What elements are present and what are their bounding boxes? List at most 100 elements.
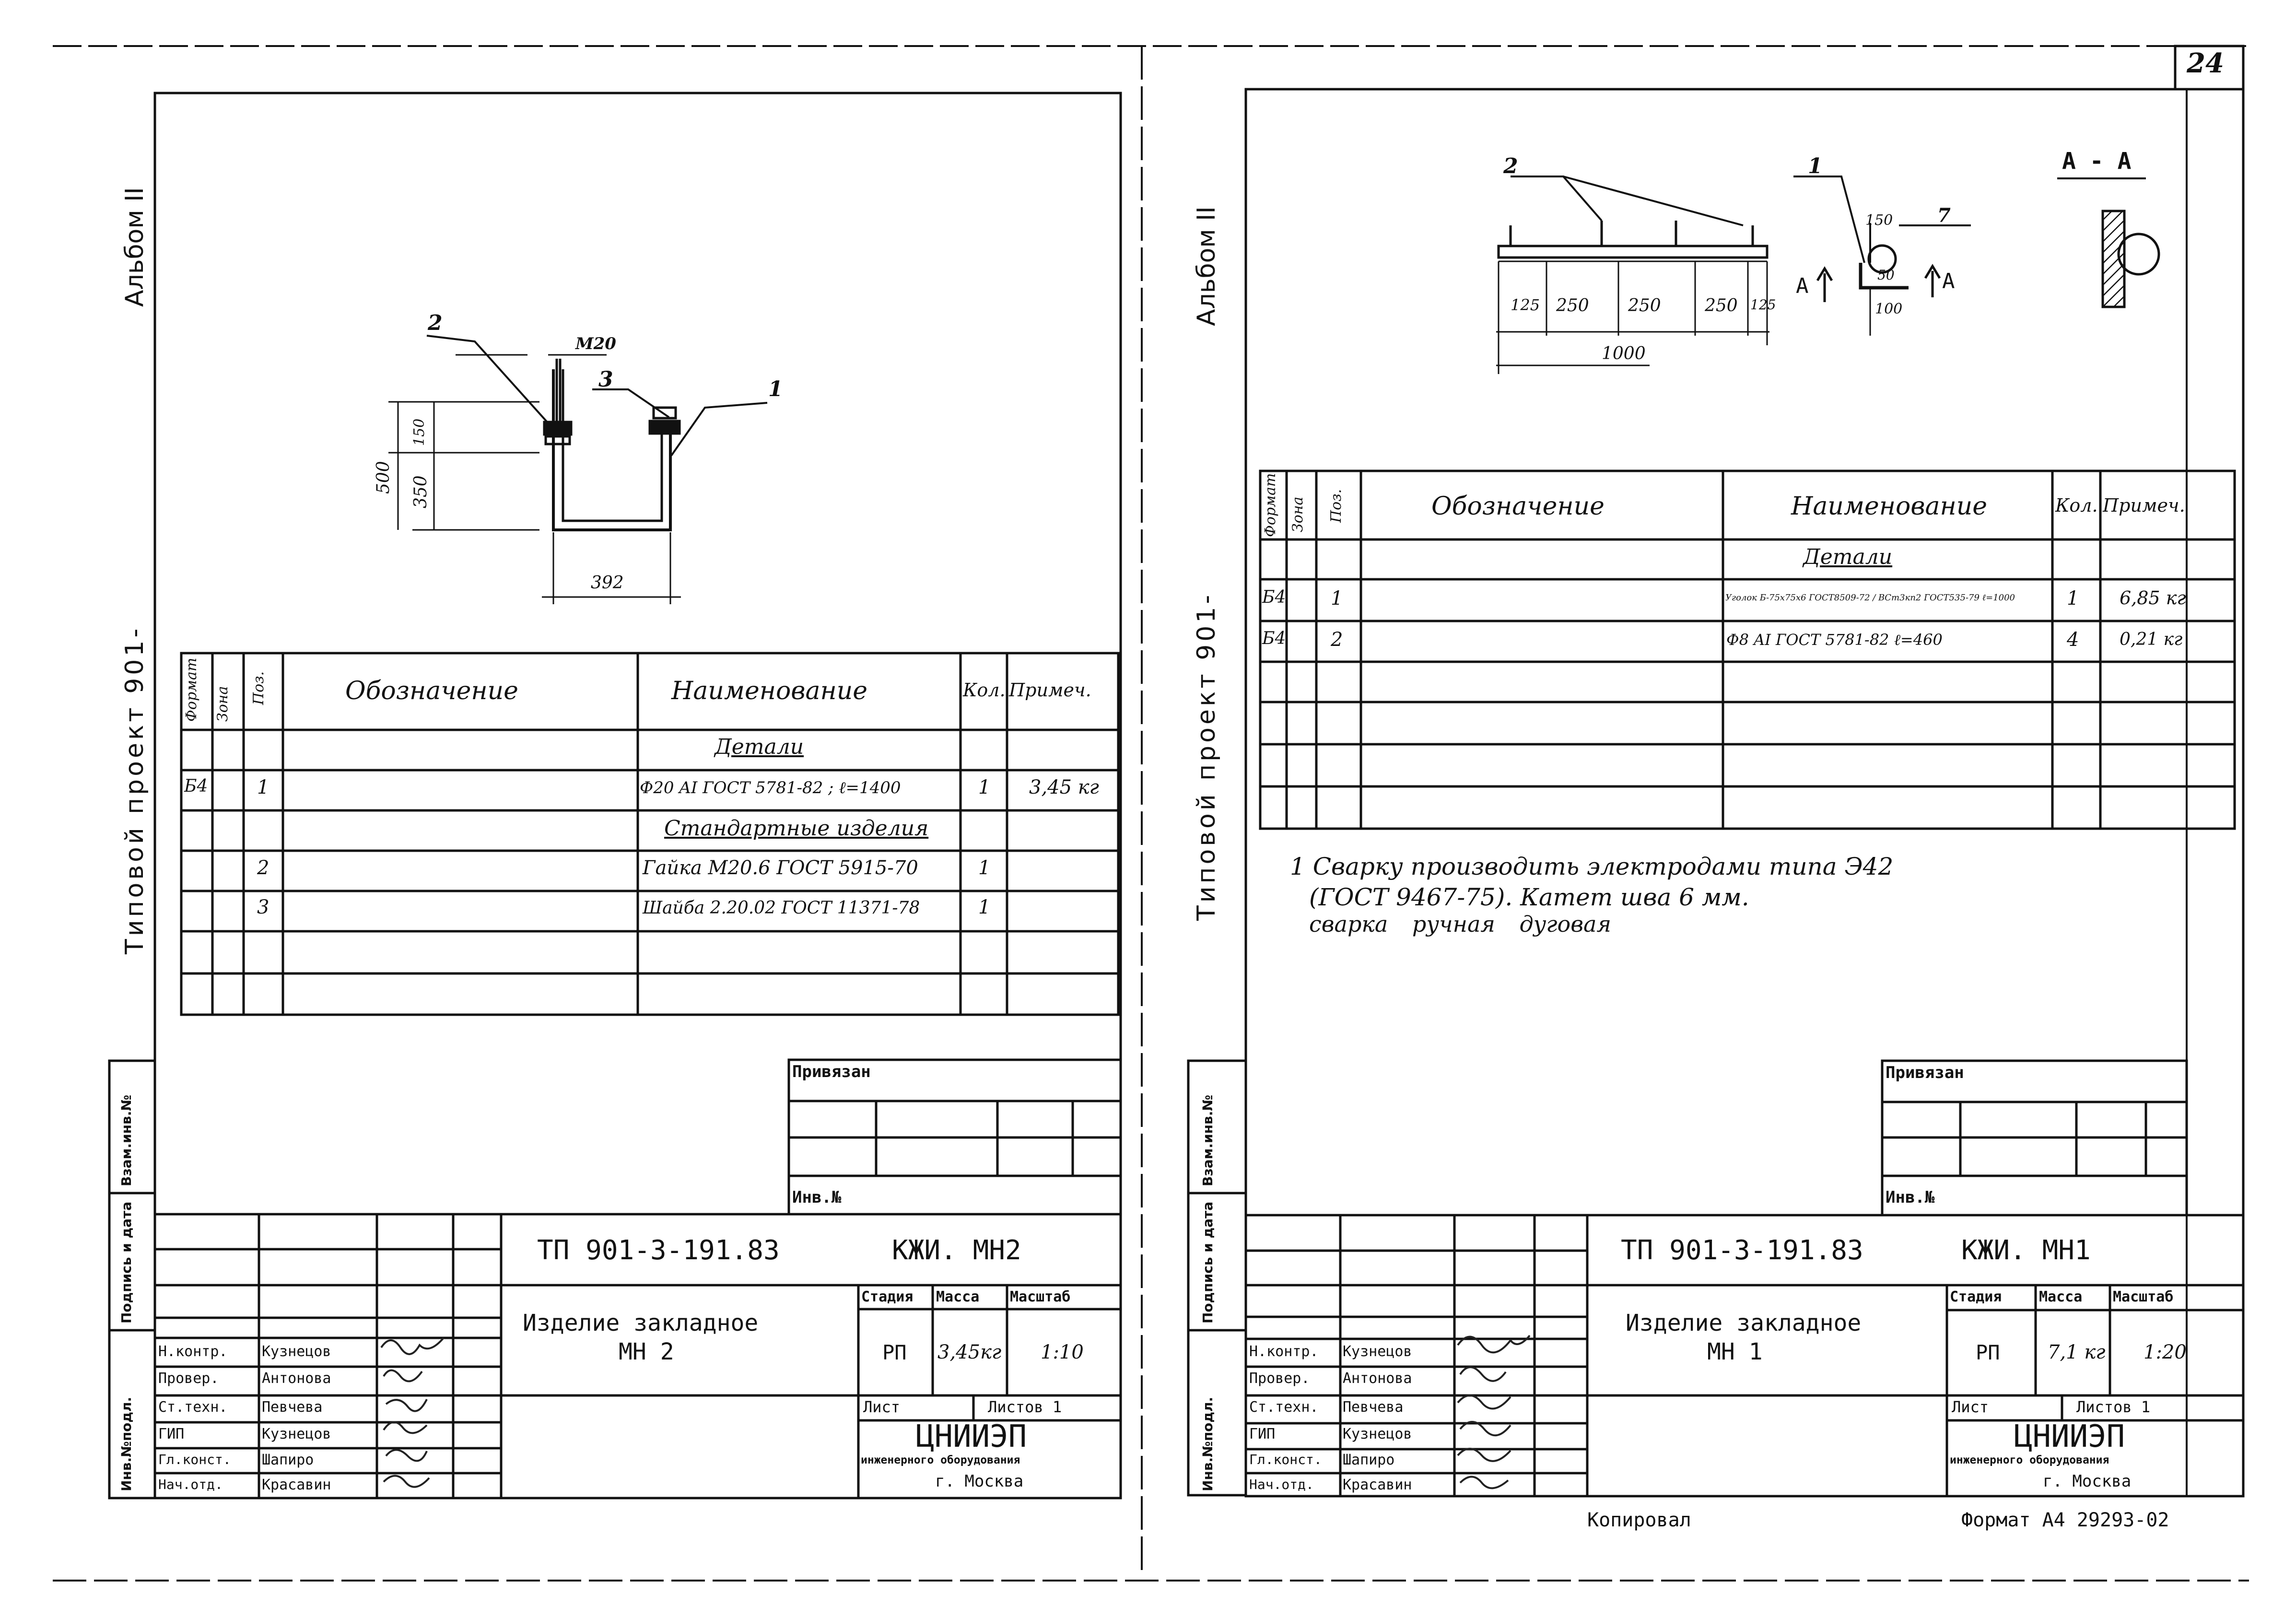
right-person-2: Антонова — [1343, 1370, 1412, 1387]
left-spec-r0-name: Детали — [715, 735, 804, 759]
left-label-pos-2: 2 — [428, 311, 443, 335]
left-side-project: Типовой проект 901- — [120, 625, 149, 954]
right-spec-r1-pos: 1 — [1331, 587, 1343, 609]
right-item-name-1: Изделие закладное — [1626, 1310, 1862, 1336]
right-dim-150: 150 — [1865, 212, 1893, 229]
right-section-arrow-a-right: А — [1942, 269, 1955, 293]
right-sheets-header: Листов 1 — [2076, 1398, 2151, 1416]
right-title-grid — [1246, 1215, 2243, 1496]
right-dim-50: 50 — [1877, 267, 1895, 283]
right-note-3: сварка ручная дуговая — [1309, 911, 1611, 937]
right-scale-header: Масштаб — [2113, 1289, 2174, 1305]
right-spec-h-pos: Поз. — [1328, 489, 1345, 523]
right-person-1: Кузнецов — [1343, 1343, 1412, 1360]
left-binding-title: Привязан — [792, 1062, 871, 1081]
left-spec-r4-pos: 3 — [257, 896, 269, 918]
right-org-sub: инженерного оборудования — [1950, 1454, 2109, 1466]
right-spec-h-format: Формат — [1262, 473, 1279, 537]
right-role-6: Нач.отд. — [1249, 1476, 1314, 1492]
right-person-4: Кузнецов — [1343, 1426, 1412, 1442]
right-frame — [1246, 89, 2243, 1496]
right-city: г. Москва — [2043, 1472, 2132, 1491]
left-scale-header: Масштаб — [1010, 1289, 1071, 1305]
left-spec-grid — [181, 653, 1118, 1015]
footer-copied: Копировал — [1587, 1509, 1691, 1531]
right-spec-h-note: Примеч. — [2103, 495, 2185, 516]
right-angle-drawing — [1496, 176, 2159, 374]
left-item-name-2: МН 2 — [619, 1338, 674, 1365]
left-city: г. Москва — [935, 1472, 1024, 1491]
left-spec-h-qty: Кол. — [963, 680, 1006, 701]
right-binding-inv: Инв.№ — [1886, 1188, 1935, 1207]
right-section-arrow-a-left: А — [1796, 274, 1809, 298]
footer-format: Формат А4 29293-02 — [1961, 1509, 2169, 1531]
right-spec-r2-pos: 2 — [1331, 629, 1343, 651]
right-side-album: Альбом II — [1192, 206, 1221, 326]
right-person-5: Шапиро — [1343, 1452, 1395, 1468]
left-spec-r3-qty: 1 — [978, 857, 991, 879]
right-binding-grid — [1882, 1061, 2187, 1215]
left-spec-h-name: Наименование — [671, 677, 868, 705]
right-dim-100: 100 — [1875, 301, 1903, 317]
right-role-1: Н.контр. — [1249, 1343, 1319, 1360]
right-side-project: Типовой проект 901- — [1192, 592, 1221, 921]
left-spec-r4-name: Шайба 2.20.02 ГОСТ 11371-78 — [643, 898, 920, 918]
right-label-pos-2: 2 — [1503, 154, 1518, 178]
right-side-col-1: Инв.№подл. — [1200, 1396, 1216, 1491]
right-role-5: Гл.конст. — [1249, 1452, 1322, 1467]
left-side-col-2: Подпись и дата — [118, 1201, 134, 1324]
right-spec-r0-name: Детали — [1803, 545, 1893, 569]
right-spec-h-zone: Зона — [1289, 496, 1306, 532]
right-spec-r1-qty: 1 — [2067, 587, 2079, 609]
right-dim-1000: 1000 — [1602, 344, 1646, 363]
left-mass: 3,45кг — [937, 1341, 1002, 1363]
left-role-5: Гл.конст. — [158, 1452, 231, 1467]
right-spec-r2-note: 0,21 кг — [2120, 630, 2183, 649]
left-item-name-1: Изделие закладное — [523, 1310, 759, 1336]
left-spec-r3-pos: 2 — [257, 857, 269, 879]
right-spec-h-name: Наименование — [1791, 492, 1988, 521]
left-doc-code: ТП 901-3-191.83 — [537, 1235, 780, 1266]
left-frame — [155, 93, 1121, 1498]
right-spec-r1-name: Уголок Б-75х75х6 ГОСТ8509-72 / ВСт3кп2 Г… — [1725, 593, 2015, 603]
right-doc-code: ТП 901-3-191.83 — [1621, 1235, 1863, 1266]
left-person-6: Красавин — [262, 1476, 331, 1493]
left-spec-r1-note: 3,45 кг — [1029, 776, 1099, 798]
left-role-1: Н.контр. — [158, 1343, 228, 1360]
sheet-number: 24 — [2187, 47, 2224, 79]
right-dim-125a: 125 — [1511, 296, 1540, 314]
left-stage-header: Стадия — [861, 1289, 914, 1305]
left-spec-r1-name: Ф20 AI ГОСТ 5781-82 ; ℓ=1400 — [640, 778, 901, 797]
left-scale: 1:10 — [1041, 1341, 1084, 1363]
right-side-col-2: Подпись и дата — [1200, 1201, 1216, 1324]
right-note-1: 1 Сварку производить электродами типа Э4… — [1290, 853, 1894, 880]
right-mass-header: Масса — [2039, 1289, 2083, 1305]
right-stage-header: Стадия — [1950, 1289, 2002, 1305]
right-dim-250a: 250 — [1556, 296, 1589, 316]
left-spec-r1-qty: 1 — [978, 776, 991, 798]
left-spec-r4-qty: 1 — [978, 896, 991, 918]
left-spec-r3-name: Гайка М20.6 ГОСТ 5915-70 — [643, 857, 918, 879]
right-person-6: Красавин — [1343, 1476, 1412, 1493]
right-role-2: Провер. — [1249, 1370, 1310, 1387]
left-dim-392: 392 — [591, 573, 624, 593]
left-spec-h-zone: Зона — [214, 686, 231, 722]
right-role-4: ГИП — [1249, 1426, 1276, 1442]
left-mass-header: Масса — [936, 1289, 980, 1305]
left-person-4: Кузнецов — [262, 1426, 331, 1442]
left-role-2: Провер. — [158, 1370, 219, 1387]
left-role-6: Нач.отд. — [158, 1476, 223, 1492]
right-section-title: А - А — [2062, 148, 2132, 175]
right-binding-title: Привязан — [1886, 1063, 1964, 1082]
right-side-strip — [1188, 1061, 1246, 1495]
right-spec-grid — [1260, 471, 2235, 829]
left-side-col-3: Взам.инв.№ — [118, 1094, 134, 1186]
left-role-3: Ст.техн. — [158, 1399, 228, 1416]
left-spec-r2-name: Стандартные изделия — [664, 816, 929, 841]
left-spec-r1-pos: 1 — [257, 776, 269, 798]
left-side-album: Альбом II — [120, 187, 149, 307]
left-label-pos-3: 3 — [598, 367, 613, 392]
left-side-strip — [109, 1061, 155, 1498]
